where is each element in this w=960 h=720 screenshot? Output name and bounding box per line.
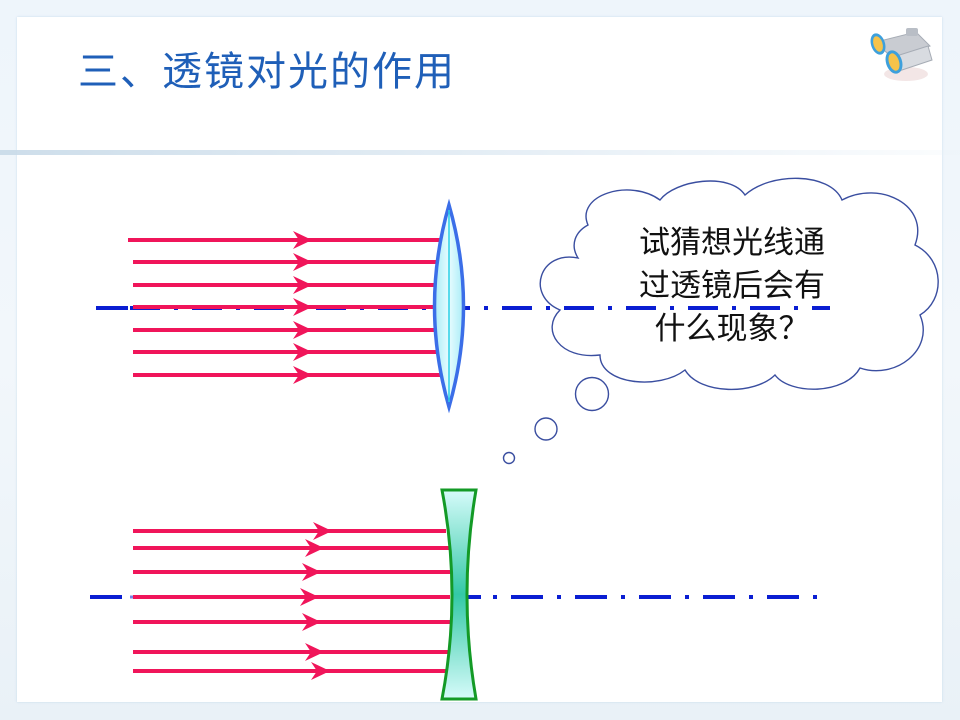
upper-rays xyxy=(128,231,443,384)
concave-lens xyxy=(440,488,478,701)
binoculars-icon xyxy=(866,24,942,84)
header-separator xyxy=(0,150,960,155)
thought-bubble-cloud xyxy=(502,177,939,465)
thought-line-2: 过透镜后会有 xyxy=(639,268,825,304)
slide-panel xyxy=(17,17,942,702)
lower-rays xyxy=(133,522,453,680)
thought-line-3: 什么现象？ xyxy=(654,311,810,347)
thought-bubble-text: 试猜想光线通 过透镜后会有 什么现象？ xyxy=(612,222,852,351)
slide-title: 三、透镜对光的作用 xyxy=(78,49,456,95)
convex-lens xyxy=(432,198,466,414)
thought-line-1: 试猜想光线通 xyxy=(639,225,825,261)
